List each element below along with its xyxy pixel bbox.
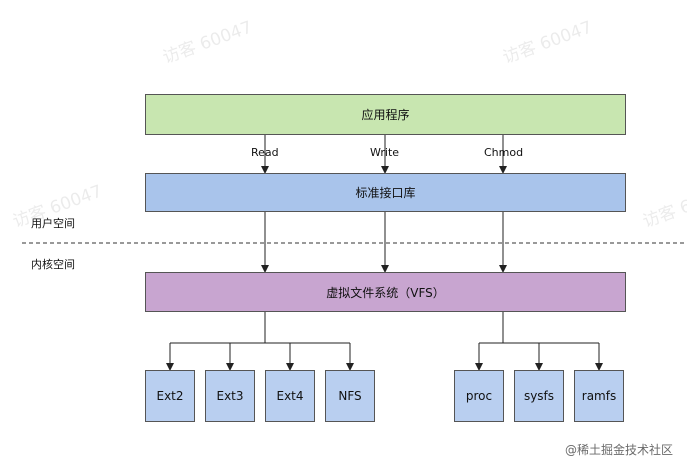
fs-box-proc: proc [454, 370, 504, 422]
fs-box-ext4: Ext4 [265, 370, 315, 422]
call-label-write: Write [370, 146, 400, 159]
fs-box-nfs: NFS [325, 370, 375, 422]
fs-box-ext3: Ext3 [205, 370, 255, 422]
vfs-box: 虚拟文件系统（VFS） [145, 272, 626, 312]
call-label-read: Read [251, 146, 279, 159]
fs-box-ext2: Ext2 [145, 370, 195, 422]
fs-box-ramfs: ramfs [574, 370, 624, 422]
app-box: 应用程序 [145, 94, 626, 135]
call-label-chmod: Chmod [484, 146, 524, 159]
source-credit: @稀土掘金技术社区 [564, 443, 673, 457]
kernel-space-label: 内核空间 [31, 258, 75, 271]
stdlib-box: 标准接口库 [145, 173, 626, 212]
fs-box-sysfs: sysfs [514, 370, 564, 422]
user-space-label: 用户空间 [31, 217, 75, 230]
